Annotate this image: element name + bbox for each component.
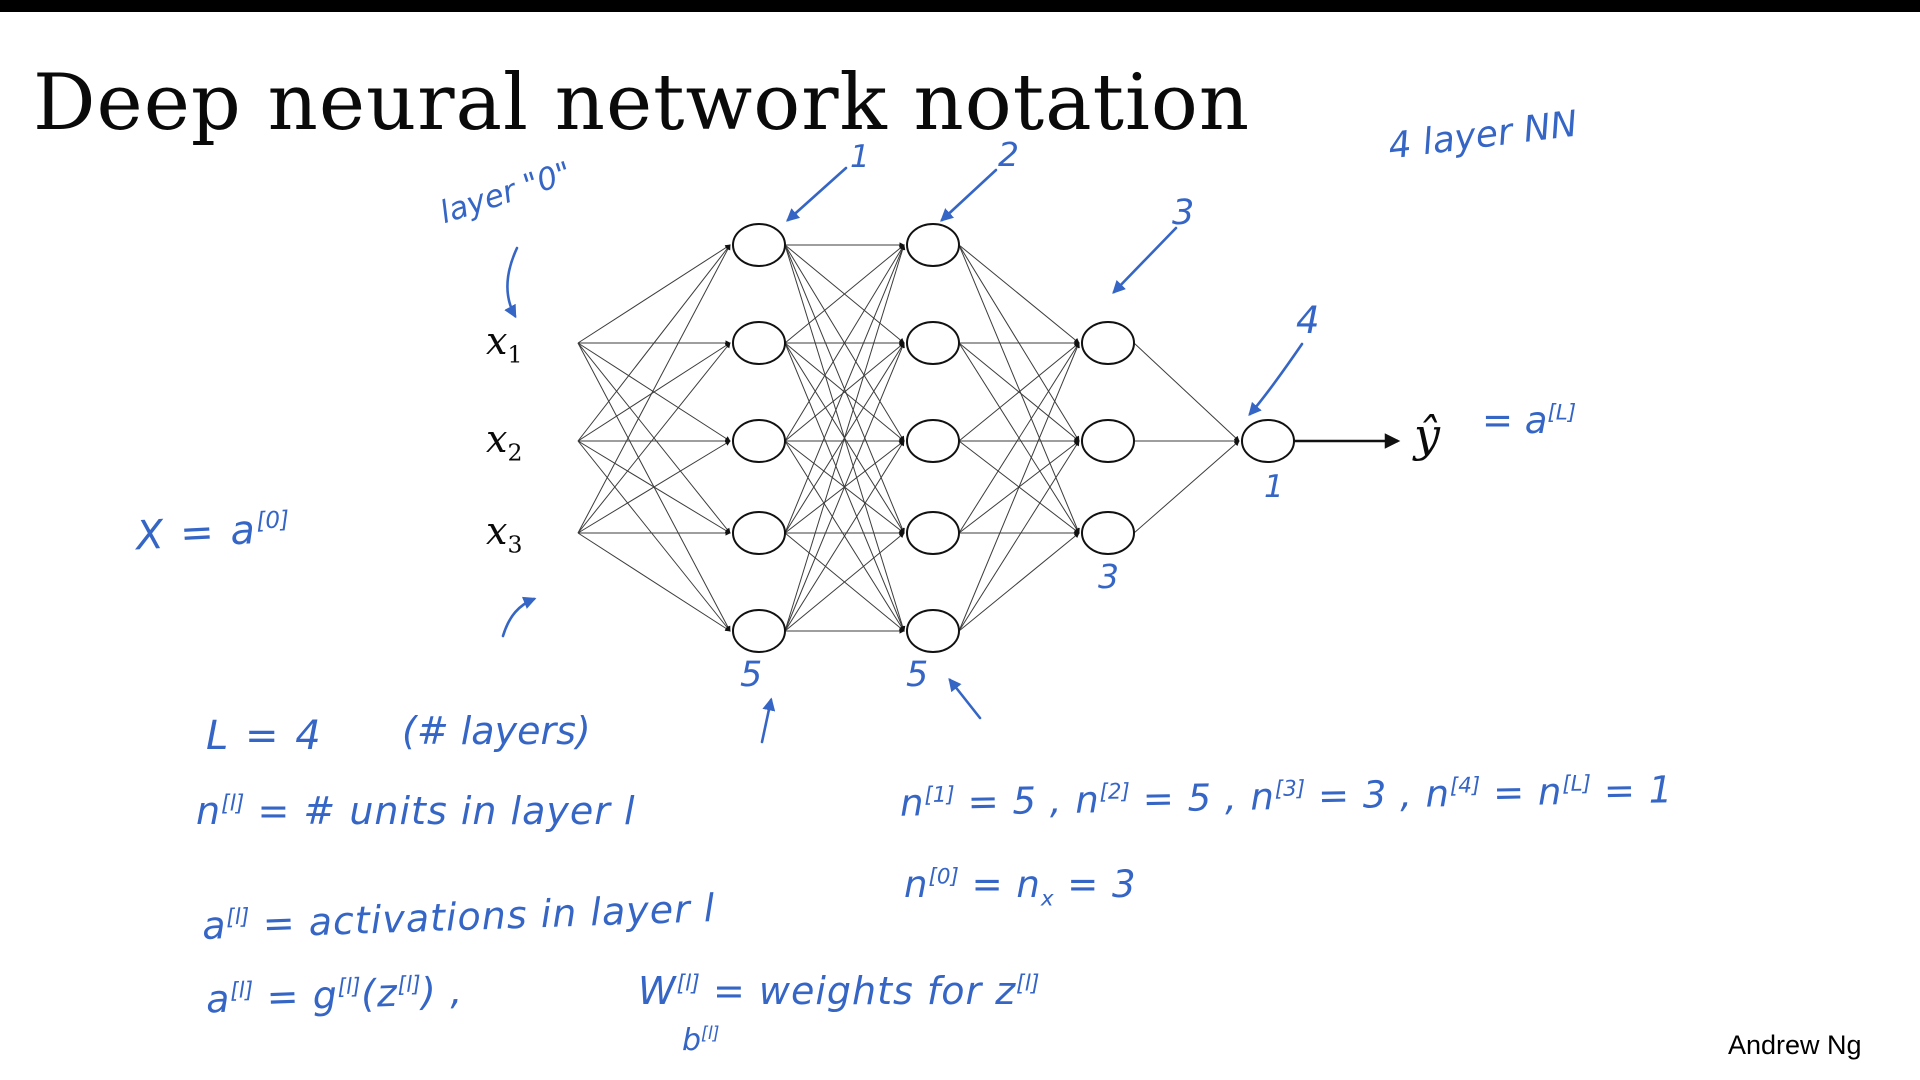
network-edges bbox=[577, 242, 1401, 634]
callout-1-arrow bbox=[786, 166, 848, 222]
callout-layer-3: 3 bbox=[1172, 193, 1195, 233]
annotation-activation-eq: a[l] = g[l](z[l]) , bbox=[205, 968, 464, 1022]
network-edge bbox=[784, 244, 905, 442]
input-label-x2: x2 bbox=[486, 417, 523, 467]
network-edge bbox=[958, 532, 1080, 632]
annotation-bias-term: b[l] bbox=[682, 1023, 720, 1058]
network-node bbox=[906, 609, 960, 653]
callout-3-arrow bbox=[1112, 226, 1178, 294]
count-hidden2-upleft-arrow bbox=[948, 677, 982, 720]
callout-layer-4: 4 bbox=[1296, 299, 1320, 342]
network-node bbox=[1081, 511, 1135, 555]
network-edge bbox=[958, 342, 1080, 632]
unit-count-hidden2: 5 bbox=[906, 655, 929, 695]
network-edge bbox=[958, 244, 1080, 534]
annotation-x-equals-a0: X = a[0] bbox=[134, 506, 290, 560]
network-node bbox=[906, 321, 960, 365]
network-edge bbox=[577, 244, 731, 442]
network-edge bbox=[577, 244, 731, 534]
network-edge bbox=[784, 342, 905, 442]
network-node bbox=[732, 419, 786, 463]
input-swoosh-arrow bbox=[501, 596, 537, 638]
callout-4-arrow bbox=[1248, 342, 1304, 416]
output-label-yhat: ŷ bbox=[1414, 408, 1440, 462]
network-edge bbox=[784, 244, 905, 534]
network-node bbox=[732, 511, 786, 555]
callout-layer-1: 1 bbox=[850, 139, 870, 175]
network-node bbox=[732, 223, 786, 267]
count-hidden1-up-arrow bbox=[760, 697, 776, 744]
input-label-x1: x1 bbox=[486, 319, 523, 369]
network-node bbox=[1081, 419, 1135, 463]
network-edge bbox=[577, 342, 731, 534]
network-edge bbox=[958, 342, 1080, 534]
unit-count-output: 1 bbox=[1264, 469, 1284, 505]
network-edge bbox=[784, 342, 905, 632]
network-edge bbox=[784, 244, 905, 344]
top-black-bar bbox=[0, 0, 1920, 12]
network-nodes bbox=[732, 223, 1295, 653]
network-node bbox=[732, 321, 786, 365]
network-edge bbox=[577, 532, 731, 632]
unit-count-hidden3: 3 bbox=[1098, 557, 1119, 596]
network-edge bbox=[958, 342, 1080, 442]
attribution: Andrew Ng bbox=[1728, 1030, 1862, 1060]
network-edge bbox=[1133, 342, 1240, 442]
annotation-units-def: n[l] = # units in layer l bbox=[196, 789, 636, 833]
callout-layer-2: 2 bbox=[998, 135, 1019, 174]
network-edge bbox=[1133, 440, 1240, 534]
network-edge bbox=[577, 342, 731, 442]
unit-count-hidden1: 5 bbox=[740, 655, 763, 695]
callout-2-arrow bbox=[940, 168, 998, 222]
network-node bbox=[1081, 321, 1135, 365]
network-node bbox=[906, 223, 960, 267]
network-node bbox=[732, 609, 786, 653]
handwritten-arrows bbox=[501, 166, 1304, 744]
input-label-x3: x3 bbox=[486, 509, 523, 559]
network-edge bbox=[784, 532, 905, 632]
annotation-weights-def: W[l] = weights for z[l] bbox=[638, 969, 1040, 1013]
network-edge bbox=[784, 244, 906, 632]
network-edge bbox=[958, 440, 1080, 632]
annotation-num-layers: L = 4 bbox=[206, 713, 323, 759]
network-edge bbox=[577, 440, 731, 534]
network-edge bbox=[577, 440, 731, 632]
annotation-output-equation: = a[L] bbox=[1482, 399, 1577, 442]
layer-zero-arrow bbox=[504, 246, 519, 319]
annotation-input-units: n[0] = nx = 3 bbox=[904, 863, 1137, 912]
network-node bbox=[1241, 419, 1295, 463]
page-title: Deep neural network notation bbox=[33, 58, 1251, 148]
network-node bbox=[906, 511, 960, 555]
network-node bbox=[906, 419, 960, 463]
network-edge bbox=[958, 244, 1080, 344]
annotation-num-layers-note: (# layers) bbox=[402, 709, 591, 753]
network-edge bbox=[784, 440, 905, 632]
network-edge bbox=[577, 244, 731, 344]
